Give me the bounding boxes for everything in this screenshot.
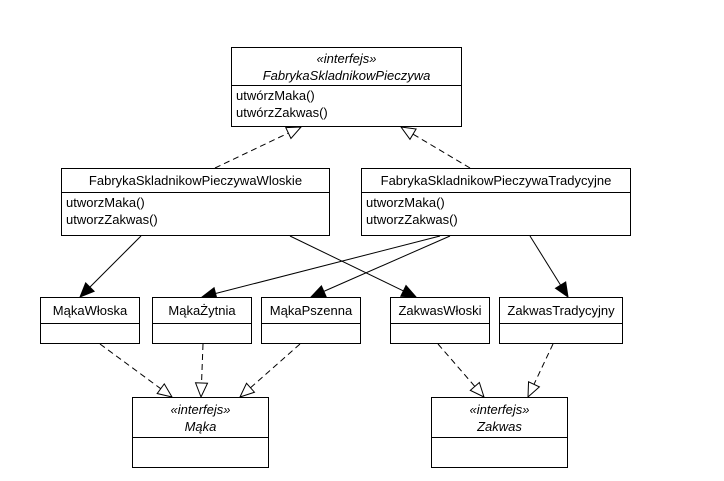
class-name: ZakwasWłoski	[398, 303, 482, 318]
class-maka-interface[interactable]: «interfejs» Mąka	[132, 397, 269, 468]
realization-arrow	[214, 126, 303, 169]
realization-arrow	[437, 343, 485, 398]
operation: utwórzMaka()	[236, 88, 315, 103]
association-arrow	[289, 235, 418, 298]
operation: utworzZakwas()	[366, 212, 458, 227]
class-fabryka-tradycyjne[interactable]: FabrykaSkladnikowPieczywaTradycyjne utwo…	[361, 168, 631, 236]
class-header: FabrykaSkladnikowPieczywaTradycyjne	[362, 169, 630, 193]
class-header: «interfejs» Mąka	[133, 398, 268, 438]
stereotype-label: «interfejs»	[170, 402, 231, 417]
class-header: MąkaŻytnia	[153, 298, 251, 324]
class-maka-pszenna[interactable]: MąkaPszenna	[261, 297, 361, 344]
operation: utworzMaka()	[66, 195, 145, 210]
association-arrow	[79, 235, 142, 298]
stereotype-label: «interfejs»	[316, 51, 377, 66]
operation: utwórzZakwas()	[236, 105, 328, 120]
association-arrow	[309, 235, 451, 298]
operations-list: utworzMaka() utworzZakwas()	[362, 193, 630, 229]
stereotype-label: «interfejs»	[469, 402, 530, 417]
association-arrow	[529, 235, 569, 299]
class-fabryka-wloskie[interactable]: FabrykaSkladnikowPieczywaWloskie utworzM…	[61, 168, 330, 236]
class-header: «interfejs» FabrykaSkladnikowPieczywa	[232, 48, 461, 86]
class-zakwas-interface[interactable]: «interfejs» Zakwas	[431, 397, 568, 468]
operation: utworzZakwas()	[66, 212, 158, 227]
class-fabryka-skladnikow-pieczywa[interactable]: «interfejs» FabrykaSkladnikowPieczywa ut…	[231, 47, 462, 127]
realization-arrow	[99, 343, 174, 398]
class-maka-wloska[interactable]: MąkaWłoska	[40, 297, 140, 344]
class-name: Mąka	[184, 419, 217, 434]
operation: utworzMaka()	[366, 195, 445, 210]
class-header: MąkaPszenna	[262, 298, 360, 324]
class-name: MąkaWłoska	[52, 303, 128, 318]
class-maka-zytnia[interactable]: MąkaŻytnia	[152, 297, 252, 344]
class-header: ZakwasTradycyjny	[500, 298, 622, 324]
class-header: ZakwasWłoski	[391, 298, 489, 324]
class-name: MąkaŻytnia	[168, 303, 236, 318]
class-name: FabrykaSkladnikowPieczywa	[262, 68, 431, 83]
operations-list: utworzMaka() utworzZakwas()	[62, 193, 329, 229]
class-header: MąkaWłoska	[41, 298, 139, 324]
class-zakwas-tradycyjny[interactable]: ZakwasTradycyjny	[499, 297, 623, 344]
class-header: FabrykaSkladnikowPieczywaWloskie	[62, 169, 329, 193]
class-header: «interfejs» Zakwas	[432, 398, 567, 438]
class-name: MąkaPszenna	[269, 303, 353, 318]
operations-list: utwórzMaka() utwórzZakwas()	[232, 86, 461, 122]
realization-arrow	[239, 343, 301, 398]
realization-arrow	[194, 343, 209, 399]
class-name: ZakwasTradycyjny	[507, 303, 615, 318]
realization-arrow	[527, 343, 554, 399]
realization-arrow	[399, 126, 471, 169]
class-name: Zakwas	[477, 419, 522, 434]
class-name: FabrykaSkladnikowPieczywaWloskie	[88, 173, 303, 188]
class-name: FabrykaSkladnikowPieczywaTradycyjne	[380, 173, 612, 188]
class-zakwas-wloski[interactable]: ZakwasWłoski	[390, 297, 490, 344]
